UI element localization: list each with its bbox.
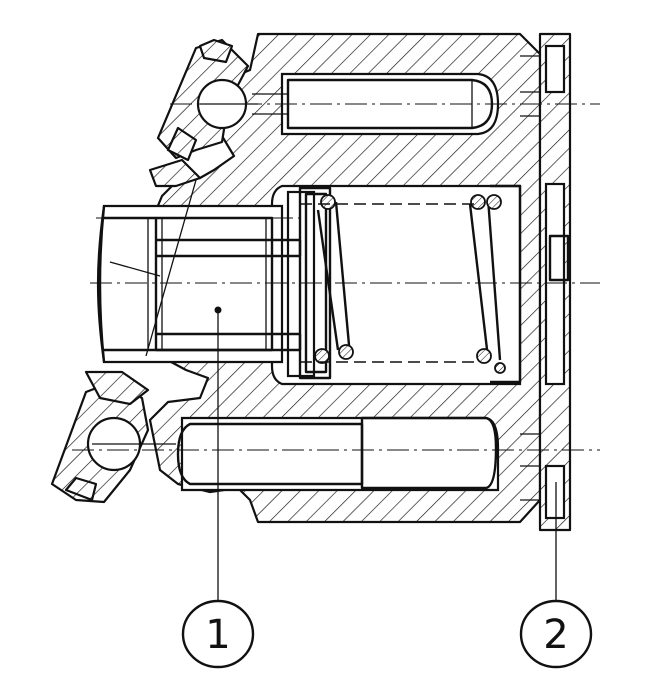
lower-slipper-shoe — [50, 380, 176, 504]
center-lines — [72, 103, 600, 451]
valve-plate — [520, 32, 572, 532]
callout-2: 2 — [519, 599, 593, 669]
center-sleeve — [98, 179, 302, 363]
retainer-plate — [84, 158, 202, 406]
callout-2-label: 2 — [543, 612, 568, 658]
leader-lines — [217, 310, 557, 600]
callout-1-label: 1 — [205, 612, 230, 658]
cylinder-block — [96, 32, 542, 524]
compression-spring — [298, 184, 522, 384]
callout-1: 1 — [181, 599, 255, 669]
